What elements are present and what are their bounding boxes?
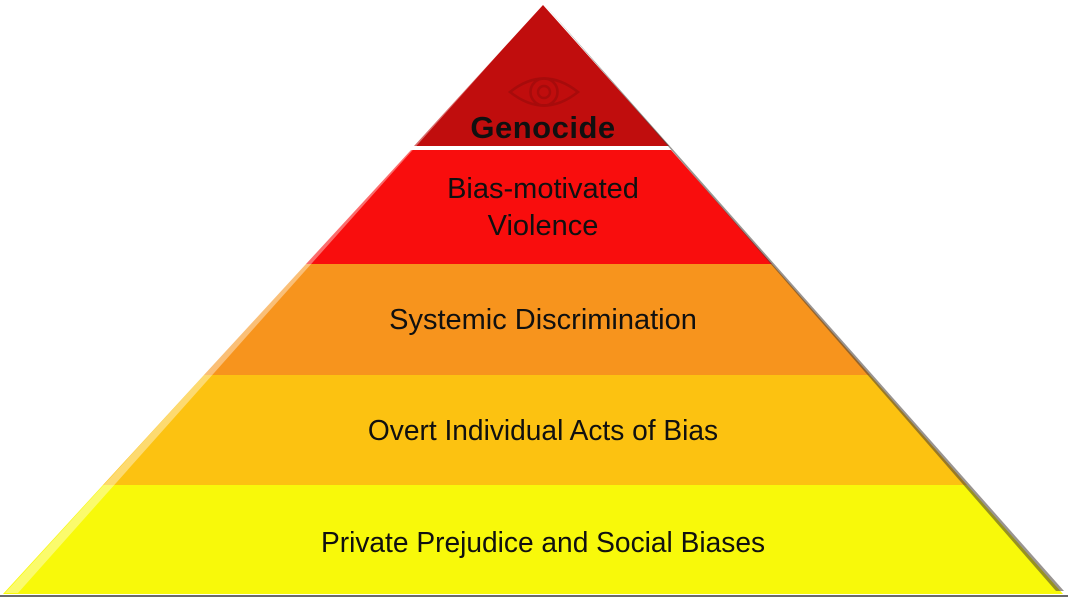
baseline	[0, 595, 1068, 597]
level-label-discrimination: Systemic Discrimination	[389, 304, 697, 336]
level-label-acts-of-bias: Overt Individual Acts of Bias	[367, 415, 719, 447]
eye-icon	[507, 77, 581, 107]
level-label-prejudice: Private Prejudice and Social Biases	[320, 527, 766, 559]
level-label-violence: Bias-motivated Violence	[447, 173, 639, 242]
level-label-genocide: Genocide	[470, 110, 616, 145]
